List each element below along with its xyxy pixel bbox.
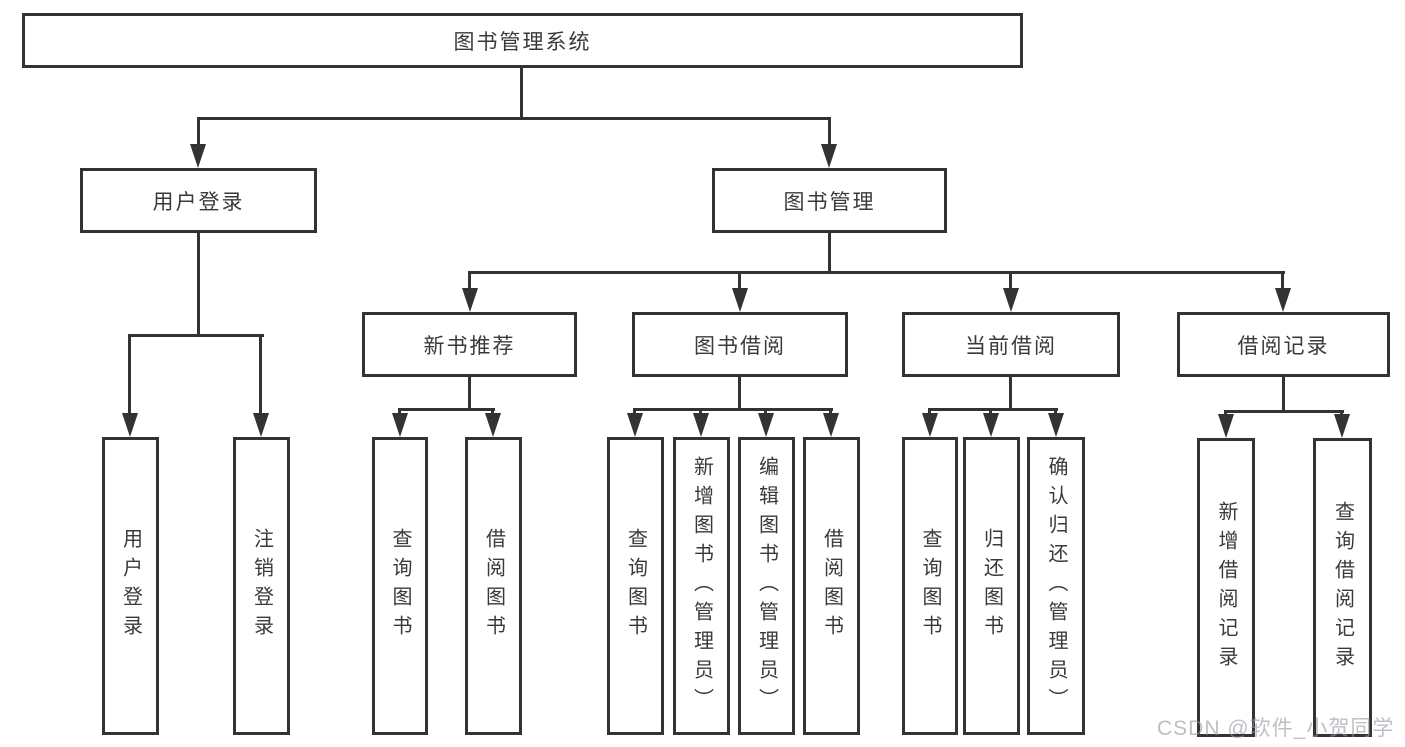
arrowhead-user-login — [190, 144, 206, 168]
node-library-system-label: 图书管理系统 — [453, 30, 592, 54]
arrowhead-br-add — [1218, 414, 1234, 438]
leaf-bb-add-books: 新增图书（管理员） — [673, 437, 730, 735]
arrowhead-bb-add — [693, 413, 709, 437]
leaf-bb-edit-books-label: 编辑图书（管理员） — [755, 455, 778, 717]
arrowhead-cb-query — [922, 413, 938, 437]
leaf-logout-label: 注销登录 — [250, 528, 273, 644]
edge-user-login-stem — [197, 233, 200, 336]
edge-root-bar — [198, 117, 831, 120]
edge-drop-leaf-user-login — [128, 334, 131, 416]
node-records: 借阅记录 — [1177, 312, 1390, 377]
leaf-bb-query-books-label: 查询图书 — [624, 528, 647, 644]
leaf-cb-confirm-return-label: 确认归还（管理员） — [1045, 455, 1067, 717]
node-current: 当前借阅 — [902, 312, 1120, 377]
node-current-label: 当前借阅 — [965, 334, 1057, 358]
leaf-logout: 注销登录 — [233, 437, 290, 735]
leaf-nr-query-books-label: 查询图书 — [389, 528, 411, 644]
node-new-rec-label: 新书推荐 — [423, 334, 516, 358]
arrowhead-bb-query — [627, 413, 643, 437]
leaf-bb-query-books: 查询图书 — [607, 437, 664, 735]
arrowhead-records — [1275, 288, 1291, 312]
leaf-user-login-label: 用户登录 — [119, 528, 142, 644]
leaf-br-query-record-label: 查询借阅记录 — [1331, 500, 1354, 675]
arrowhead-cb-return — [983, 413, 999, 437]
leaf-nr-borrow-books-label: 借阅图书 — [482, 528, 505, 644]
leaf-nr-borrow-books: 借阅图书 — [465, 437, 522, 735]
edge-current-bar — [929, 408, 1058, 411]
leaf-cb-confirm-return: 确认归还（管理员） — [1027, 437, 1085, 735]
edge-root-drop-book-mgmt — [828, 117, 831, 147]
leaf-bb-edit-books: 编辑图书（管理员） — [738, 437, 795, 735]
leaf-cb-query-books: 查询图书 — [902, 437, 958, 735]
arrowhead-nr-borrow — [485, 413, 501, 437]
edge-drop-borrow — [738, 271, 741, 291]
leaf-br-add-record-label: 新增借阅记录 — [1215, 500, 1237, 675]
arrowhead-borrow — [732, 288, 748, 312]
edge-borrow-bar — [634, 408, 833, 411]
edge-root-drop-user-login — [197, 117, 200, 147]
edge-records-stem — [1282, 377, 1285, 413]
leaf-br-query-record: 查询借阅记录 — [1313, 438, 1372, 737]
arrowhead-br-query — [1334, 414, 1350, 438]
edge-book-mgmt-stem — [828, 233, 831, 274]
leaf-br-add-record: 新增借阅记录 — [1197, 438, 1255, 737]
node-records-label: 借阅记录 — [1237, 334, 1330, 358]
arrowhead-book-mgmt — [821, 144, 837, 168]
node-borrow-label: 图书借阅 — [694, 334, 786, 358]
edge-drop-records — [1281, 271, 1284, 291]
arrowhead-nr-query — [392, 413, 408, 437]
edge-book-mgmt-bar — [469, 271, 1285, 274]
leaf-cb-return-books: 归还图书 — [963, 437, 1020, 735]
leaf-nr-query-books: 查询图书 — [372, 437, 428, 735]
edge-records-bar — [1225, 410, 1344, 413]
edge-drop-new-rec — [468, 271, 471, 291]
arrowhead-leaf-logout — [253, 413, 269, 437]
edge-drop-leaf-logout — [259, 334, 262, 416]
node-new-rec: 新书推荐 — [362, 312, 577, 377]
edge-borrow-stem — [738, 377, 741, 411]
node-book-mgmt: 图书管理 — [712, 168, 947, 233]
node-user-login: 用户登录 — [80, 168, 317, 233]
edge-drop-current — [1009, 271, 1012, 291]
node-library-system: 图书管理系统 — [22, 13, 1023, 68]
leaf-cb-return-books-label: 归还图书 — [980, 528, 1003, 644]
leaf-bb-borrow-books-label: 借阅图书 — [820, 528, 843, 644]
arrowhead-current — [1003, 288, 1019, 312]
arrowhead-bb-edit — [758, 413, 774, 437]
node-user-login-label: 用户登录 — [152, 190, 245, 214]
leaf-bb-borrow-books: 借阅图书 — [803, 437, 860, 735]
arrowhead-cb-confirm — [1048, 413, 1064, 437]
arrowhead-bb-borrow — [823, 413, 839, 437]
edge-new-rec-stem — [468, 377, 471, 411]
edge-current-stem — [1009, 377, 1012, 411]
node-book-mgmt-label: 图书管理 — [783, 190, 876, 214]
edge-user-login-bar — [128, 334, 264, 337]
leaf-cb-query-books-label: 查询图书 — [919, 528, 941, 644]
leaf-user-login: 用户登录 — [102, 437, 159, 735]
watermark: CSDN @软件_小贺同学 — [1157, 717, 1395, 740]
arrowhead-leaf-user-login — [122, 413, 138, 437]
node-borrow: 图书借阅 — [632, 312, 848, 377]
edge-new-rec-bar — [399, 408, 495, 411]
edge-root-stem — [520, 68, 523, 120]
arrowhead-new-rec — [462, 288, 478, 312]
leaf-bb-add-books-label: 新增图书（管理员） — [690, 455, 713, 717]
